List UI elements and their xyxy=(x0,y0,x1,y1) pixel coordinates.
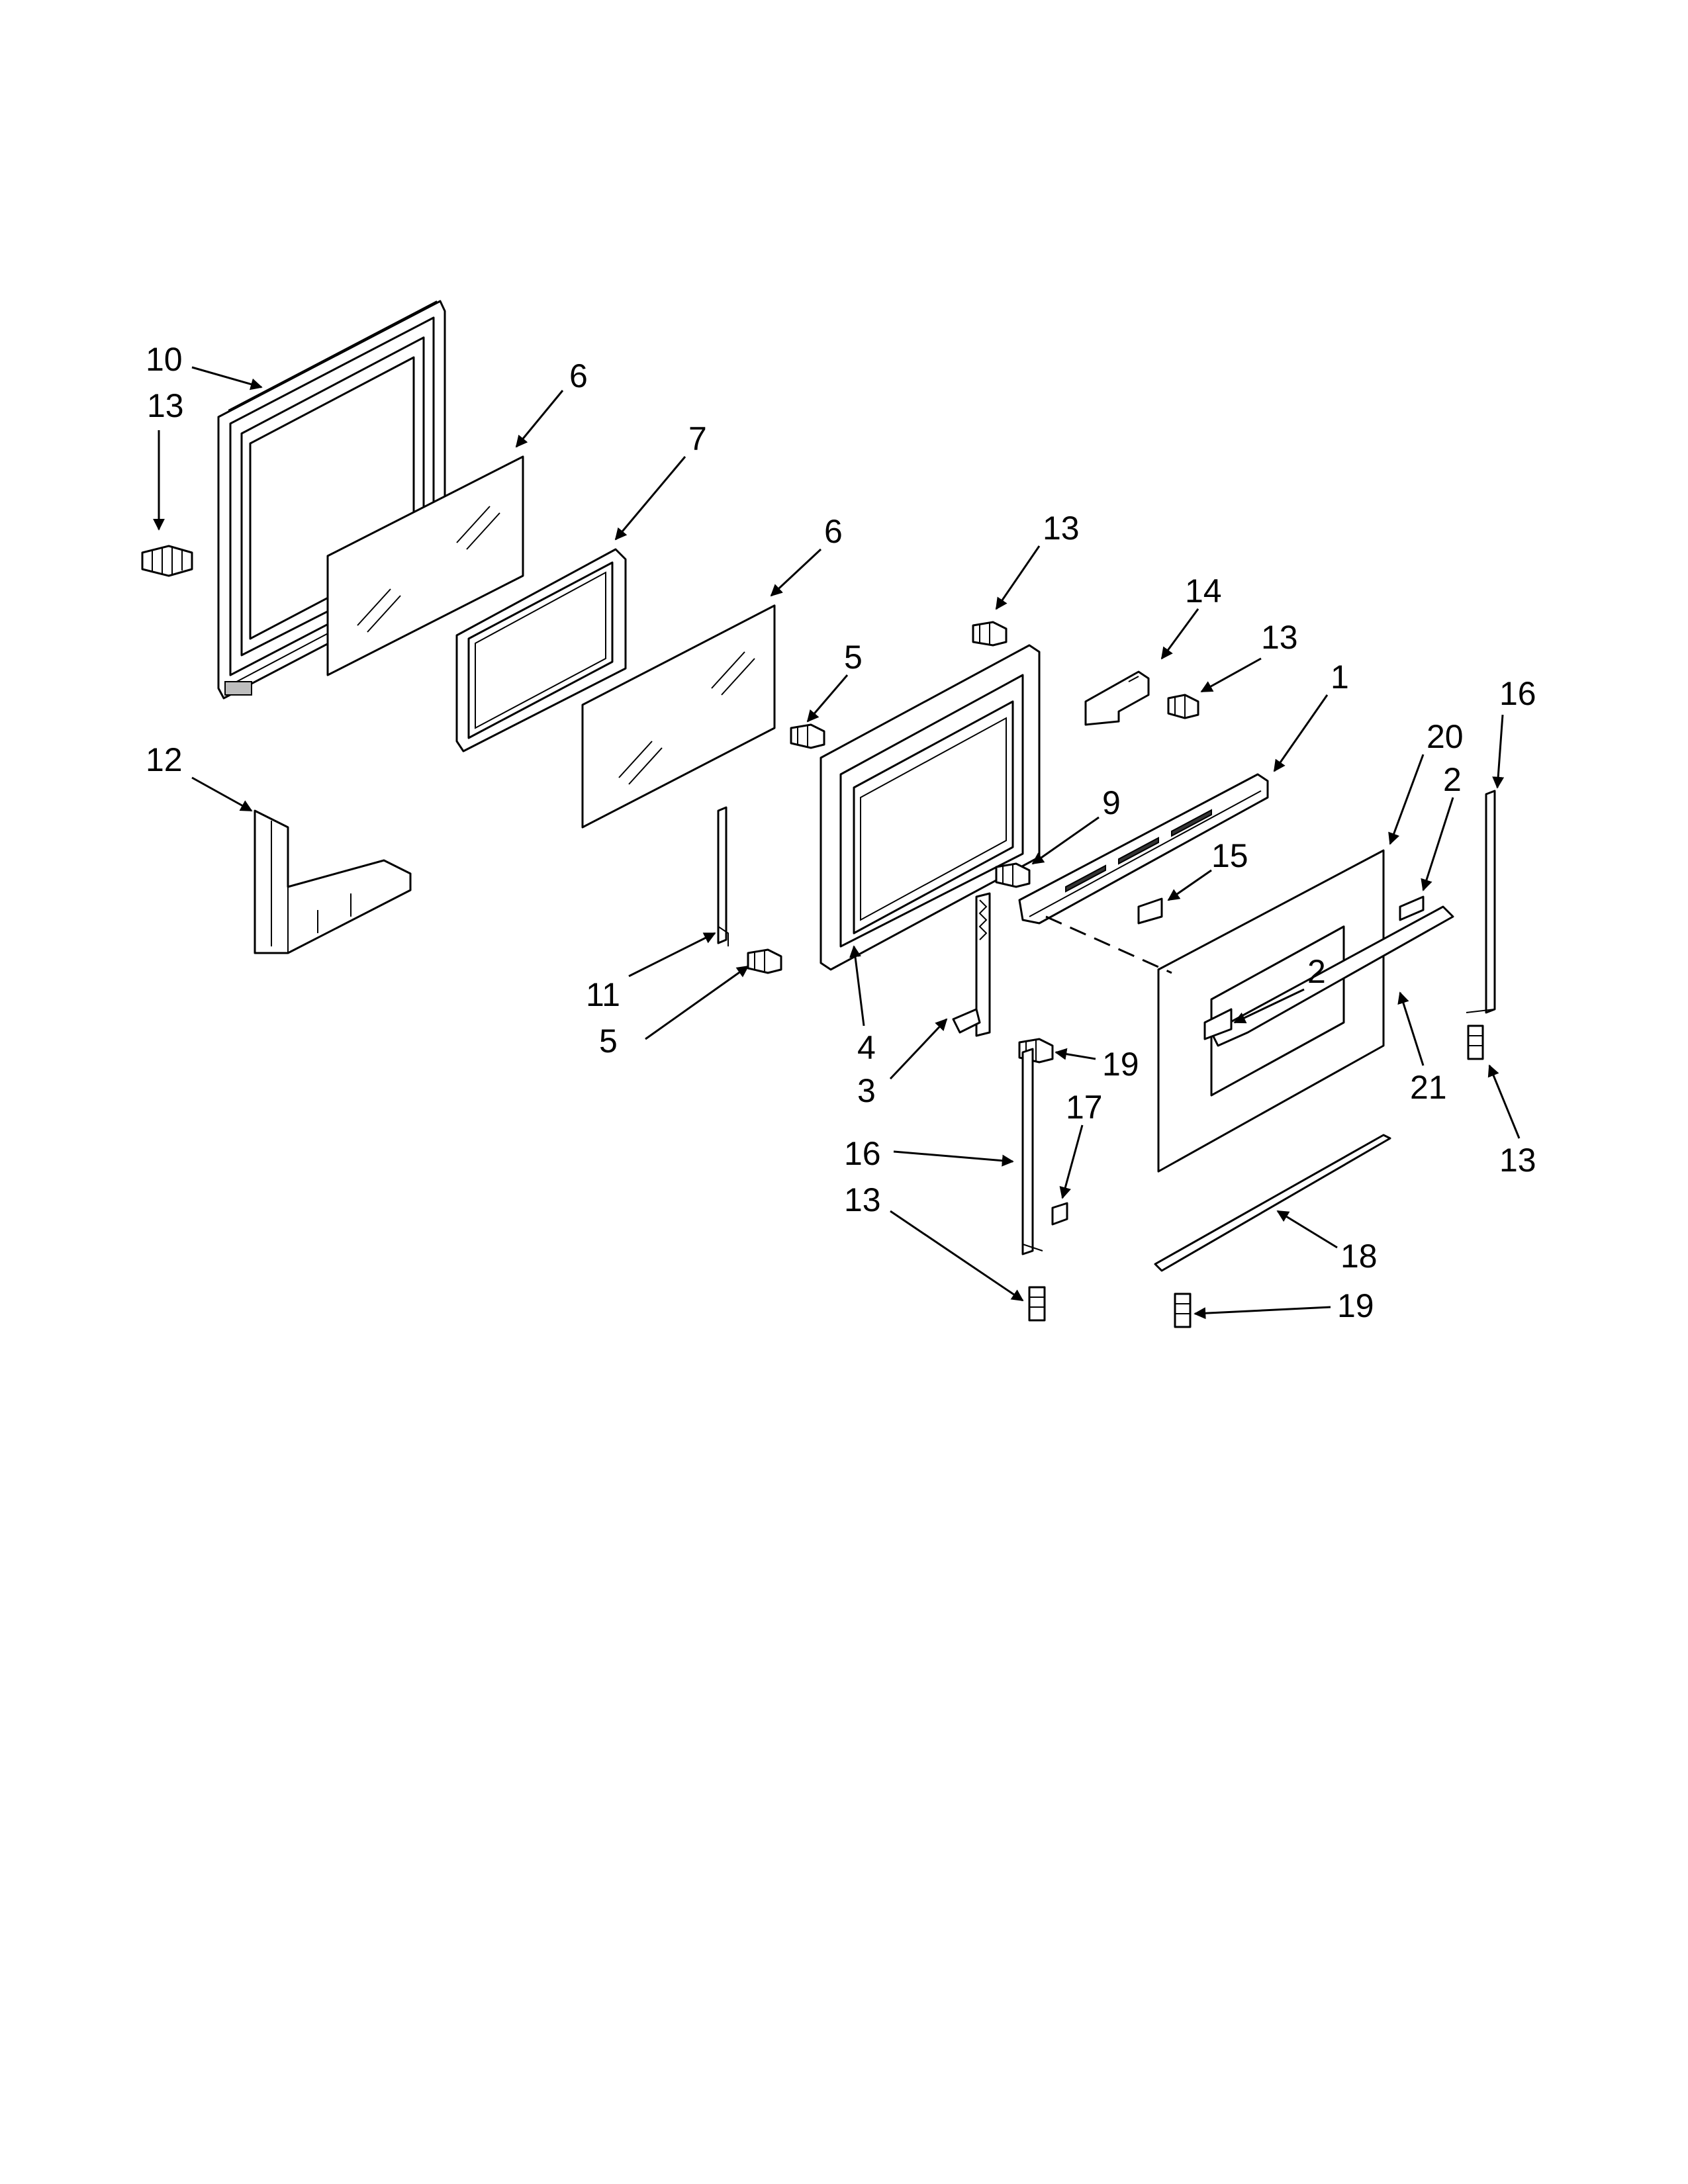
part-17-plate xyxy=(1051,1202,1068,1226)
part-7-glass-frame xyxy=(455,548,627,752)
part-16-strip-right xyxy=(1466,790,1496,1014)
part-12-insulation xyxy=(254,809,412,954)
callout-9: 9 xyxy=(1102,784,1121,821)
callout-6: 6 xyxy=(824,513,843,550)
screw-9 xyxy=(995,862,1031,888)
callout-13: 13 xyxy=(844,1181,881,1218)
callout-14: 14 xyxy=(1185,572,1222,610)
screw-13c xyxy=(1167,694,1199,719)
alignment-line xyxy=(1045,915,1172,974)
callout-19: 19 xyxy=(1102,1046,1139,1083)
part-14-bracket xyxy=(1084,670,1150,726)
screw-19b xyxy=(1174,1293,1192,1328)
leader-arrows xyxy=(153,366,1521,1320)
callout-3: 3 xyxy=(857,1072,876,1109)
callout-13: 13 xyxy=(1043,510,1080,547)
part-11-vertical-strip xyxy=(717,806,729,946)
callout-10: 10 xyxy=(146,341,183,378)
part-16-strip-lower xyxy=(1021,1048,1043,1255)
callout-1: 1 xyxy=(1331,659,1349,696)
part-15-block xyxy=(1137,897,1163,925)
part-3-hinge xyxy=(952,892,991,1037)
part-18-bottom-trim xyxy=(1154,1134,1391,1272)
callout-11: 11 xyxy=(586,976,620,1013)
callout-17: 17 xyxy=(1066,1089,1103,1126)
part-4-door-frame xyxy=(820,644,1041,971)
callout-7: 7 xyxy=(688,420,707,457)
callout-5: 5 xyxy=(599,1023,618,1060)
callout-4: 4 xyxy=(857,1029,876,1066)
part-21-handle xyxy=(1203,895,1454,1047)
part-6-glass-panel-lower xyxy=(581,604,776,829)
callout-15: 15 xyxy=(1211,837,1248,874)
callout-13: 13 xyxy=(1261,619,1298,656)
callout-2: 2 xyxy=(1307,953,1326,990)
callout-12: 12 xyxy=(146,741,183,778)
callout-13: 13 xyxy=(1499,1142,1536,1179)
screw-5b xyxy=(747,948,782,974)
callout-20: 20 xyxy=(1427,718,1464,755)
screw-13a xyxy=(141,545,193,577)
callout-21: 21 xyxy=(1410,1069,1447,1106)
callout-13: 13 xyxy=(147,387,184,424)
part-1-vent-channel xyxy=(1018,773,1269,925)
callout-18: 18 xyxy=(1340,1238,1378,1275)
screw-13e xyxy=(1028,1286,1046,1322)
screw-13b xyxy=(972,621,1008,647)
callout-2: 2 xyxy=(1443,761,1462,798)
callout-16: 16 xyxy=(1499,675,1536,712)
part-6-glass-panel-upper xyxy=(326,455,524,676)
screw-13d xyxy=(1467,1024,1484,1060)
screw-5a xyxy=(790,723,825,749)
callout-labels: 10 13 6 7 6 13 14 13 1 16 20 2 5 12 9 15… xyxy=(146,341,1536,1324)
callout-16: 16 xyxy=(844,1135,881,1172)
callout-6: 6 xyxy=(569,357,588,394)
callout-5: 5 xyxy=(844,639,863,676)
callout-19: 19 xyxy=(1337,1287,1374,1324)
